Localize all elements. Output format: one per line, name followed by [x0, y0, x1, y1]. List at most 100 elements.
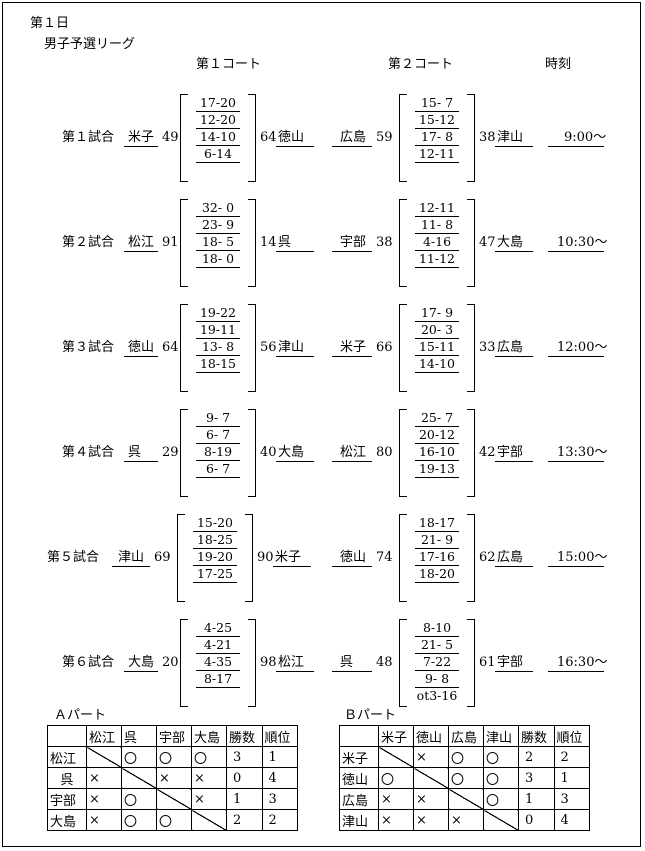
match-label: 第２試合: [62, 235, 115, 250]
team-name-underline: [332, 461, 372, 462]
score-bracket-right: [248, 199, 256, 287]
team-score: 59: [376, 130, 393, 145]
team-name-underline: [276, 251, 314, 252]
set-score-underline: [415, 477, 459, 478]
match-label: 第５試合: [47, 550, 100, 565]
team-score: 80: [376, 445, 393, 460]
set-score: 7-22: [422, 654, 452, 669]
team-score: 62: [479, 550, 496, 565]
result-cell: ×: [413, 788, 449, 810]
result-cell: ×: [86, 788, 122, 810]
match-time: 15:00～: [557, 550, 608, 565]
team-score: 38: [479, 130, 496, 145]
team-name: 宇部: [497, 655, 524, 670]
score-bracket-left: [399, 409, 407, 497]
set-score: 21- 5: [420, 637, 454, 652]
match-time-underline: [548, 671, 604, 672]
set-score: 6-14: [203, 146, 233, 161]
set-score-underline: [196, 687, 240, 688]
result-cell: 〇: [121, 809, 157, 831]
team-name: 津山: [497, 130, 524, 145]
set-score: 19-11: [199, 322, 237, 337]
result-cell: 〇: [191, 746, 227, 768]
set-score-underline: [196, 267, 240, 268]
set-score-underline: [196, 338, 240, 339]
set-score: 23- 9: [201, 217, 235, 232]
set-score: 16-10: [418, 444, 456, 459]
set-score: 18- 0: [201, 251, 235, 266]
column-header: 順位: [553, 725, 590, 747]
team-name-underline: [276, 146, 314, 147]
result-cell: ×: [413, 746, 449, 768]
result-cell: 〇: [121, 746, 157, 768]
set-score-underline: [415, 531, 459, 532]
set-score: 15-12: [418, 112, 456, 127]
result-cell: ×: [378, 809, 414, 831]
result-cell: 〇: [378, 767, 414, 789]
column-header: 順位: [261, 725, 298, 747]
column-header: 呉: [121, 725, 157, 747]
set-score: 18-17: [418, 515, 456, 530]
set-score-underline: [415, 636, 459, 637]
match-time: 13:30～: [557, 445, 608, 460]
team-name-underline: [124, 356, 158, 357]
set-score: 17- 8: [420, 129, 454, 144]
match-time: 10:30～: [557, 235, 608, 250]
team-name: 広島: [497, 340, 524, 355]
set-score-underline: [196, 250, 240, 251]
team-score: 48: [376, 655, 393, 670]
team-name: 呉: [278, 235, 292, 250]
team-score: 42: [479, 445, 496, 460]
team-name-underline: [124, 461, 158, 462]
match-label: 第４試合: [62, 445, 115, 460]
set-score: 14-10: [418, 356, 456, 371]
score-bracket-left: [180, 94, 188, 182]
team-score: 64: [162, 340, 179, 355]
result-cell: ×: [191, 788, 227, 810]
set-score-underline: [193, 531, 237, 532]
score-bracket-right: [248, 94, 256, 182]
result-cell: 〇: [121, 788, 157, 810]
set-score-underline: [196, 477, 240, 478]
set-score-underline: [415, 128, 459, 129]
match-time-underline: [548, 461, 604, 462]
set-score-underline: [196, 670, 240, 671]
team-name: 米子: [340, 340, 367, 355]
result-cell: 〇: [156, 746, 192, 768]
time-header: 時刻: [545, 57, 572, 72]
team-score: 90: [257, 550, 274, 565]
set-score: 18-20: [418, 566, 456, 581]
corner-cell: [47, 725, 87, 747]
score-bracket-right: [467, 409, 475, 497]
team-name-underline: [112, 566, 150, 567]
stat-cell: 1: [518, 788, 555, 810]
team-name-underline: [495, 461, 533, 462]
set-score-underline: [415, 670, 459, 671]
result-cell: ×: [156, 767, 192, 789]
set-score: 6- 7: [205, 427, 231, 442]
team-name-underline: [332, 356, 372, 357]
team-score: 74: [376, 550, 393, 565]
result-cell: 〇: [156, 809, 192, 831]
set-score-underline: [415, 426, 459, 427]
day-title: 第１日: [30, 16, 70, 31]
set-score: 19-22: [199, 305, 237, 320]
set-score: 25- 7: [420, 410, 454, 425]
set-score-underline: [415, 233, 459, 234]
score-bracket-left: [399, 619, 407, 707]
team-name: 徳山: [128, 340, 155, 355]
set-score-underline: [415, 321, 459, 322]
set-score-underline: [196, 636, 240, 637]
set-score-underline: [196, 355, 240, 356]
column-header: 勝数: [226, 725, 263, 747]
team-name-underline: [332, 146, 372, 147]
match-time: 12:00～: [557, 340, 608, 355]
self-match-cell: [121, 767, 157, 789]
score-bracket-left: [399, 514, 407, 602]
self-match-cell: [413, 767, 449, 789]
result-cell: 〇: [448, 746, 484, 768]
